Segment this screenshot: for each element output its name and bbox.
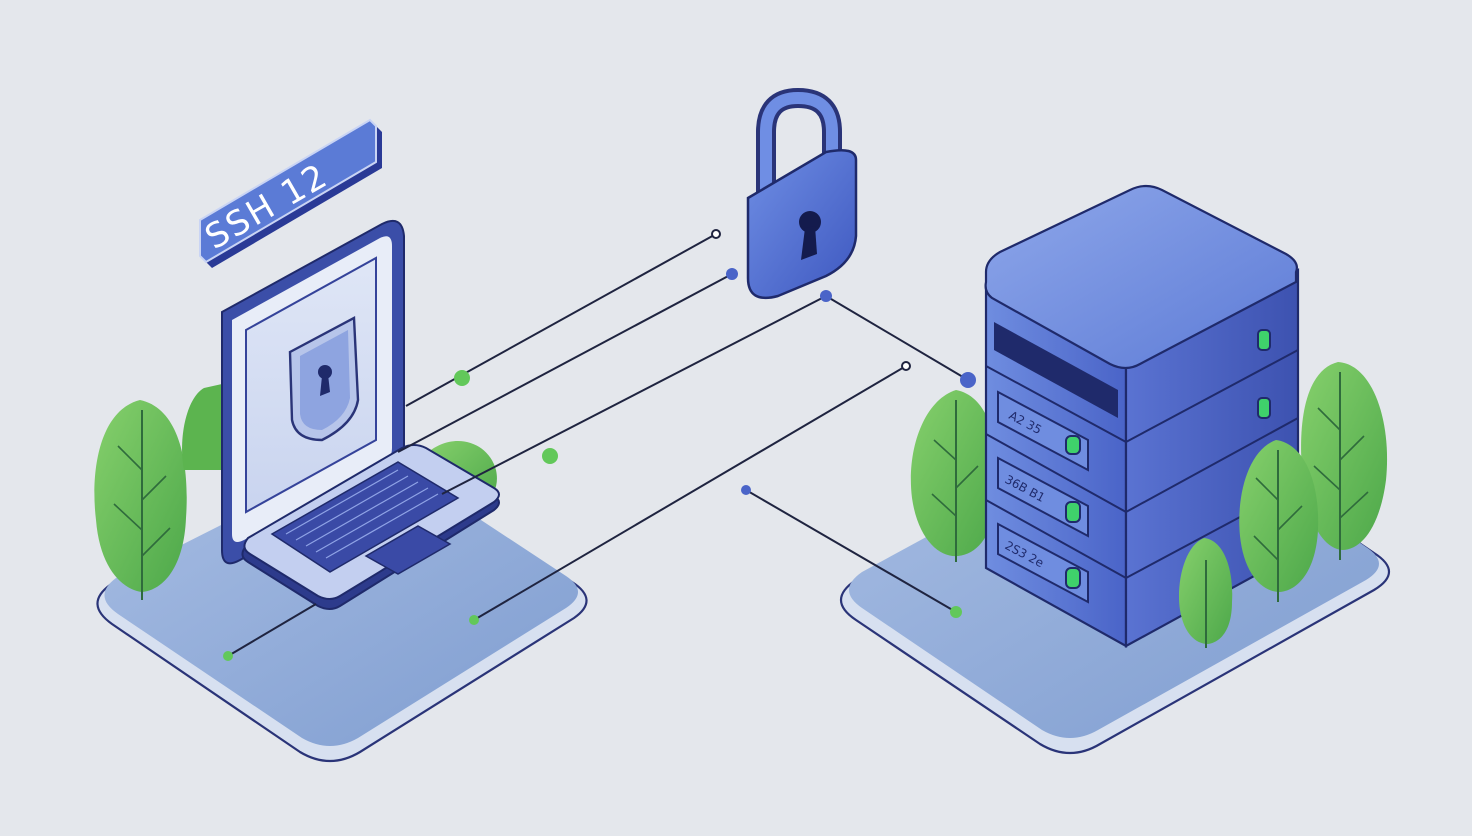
node-dot: [469, 615, 479, 625]
node-dot: [820, 290, 832, 302]
tree-icon: [1179, 538, 1233, 648]
tree-icon: [1301, 362, 1388, 560]
node-dot: [741, 485, 751, 495]
server-unit: A2 35: [997, 390, 1089, 472]
node-dot: [454, 370, 470, 386]
padlock-icon: [746, 87, 858, 300]
tree-icon: [182, 384, 222, 470]
node-dot: [901, 361, 911, 371]
tree-icon: [910, 390, 999, 562]
tree-icon: [94, 400, 187, 600]
led-indicator: [1065, 435, 1081, 455]
led-indicator: [1257, 329, 1271, 351]
node-dot: [711, 229, 721, 239]
led-indicator: [1257, 397, 1271, 419]
laptop-icon: [221, 220, 500, 610]
node-dot: [726, 268, 738, 280]
node-dot: [950, 606, 962, 618]
node-dot: [960, 372, 976, 388]
node-dot: [542, 448, 558, 464]
tree-icon: [1239, 440, 1319, 602]
node-dot: [223, 651, 233, 661]
shield-keyhole-icon: [288, 316, 360, 442]
connection-nodes: [223, 229, 976, 661]
server-rack-icon: A2 35 36B B1 2S3 2e: [984, 184, 1300, 648]
led-indicator: [1065, 567, 1081, 589]
led-indicator: [1065, 501, 1081, 523]
